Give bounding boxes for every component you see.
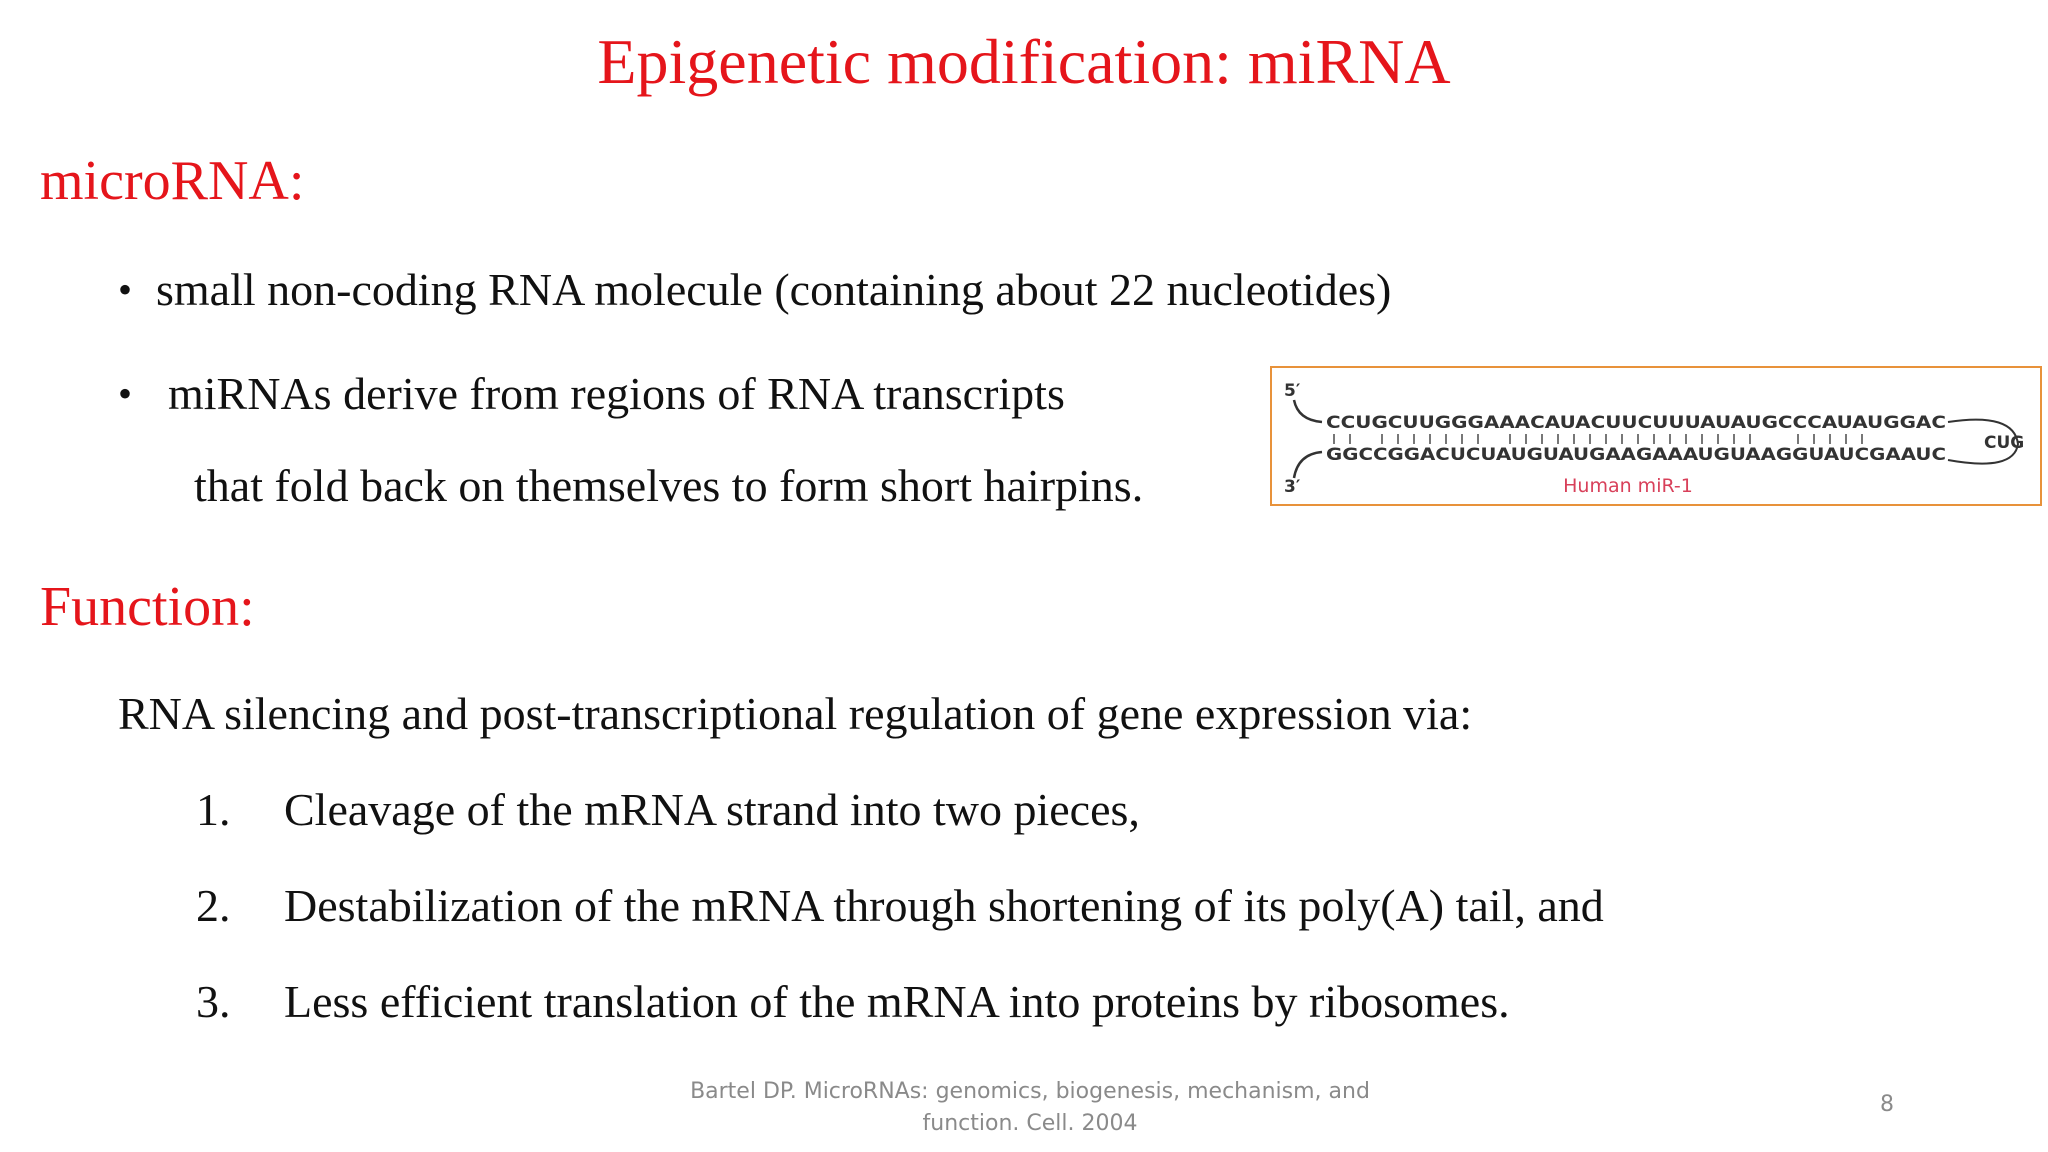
page-number: 8 (1880, 1092, 1894, 1117)
hairpin-loop (1947, 418, 2020, 465)
bullet-marker: • (118, 371, 133, 416)
list-item-text: Destabilization of the mRNA through shor… (284, 880, 1604, 931)
label-3prime: 3′ (1284, 477, 1301, 497)
slide-title: Epigenetic modification: miRNA (597, 26, 1451, 97)
bullet-continuation: that fold back on themselves to form sho… (194, 460, 1144, 511)
citation-line: Bartel DP. MicroRNAs: genomics, biogenes… (690, 1079, 1370, 1104)
hairpin-diagram: 5′ 3′ CCUGCUUGGGAAACAUACUUCUUUAUAUGCCCAU… (1284, 381, 2024, 497)
function-intro: RNA silencing and post-transcriptional r… (118, 688, 1473, 739)
list-item-text: Less efficient translation of the mRNA i… (284, 976, 1510, 1027)
bullet-item: small non-coding RNA molecule (containin… (156, 264, 1392, 315)
figure-caption: Human miR-1 (1563, 475, 1693, 497)
list-item-number: 2. (196, 880, 231, 931)
bullet-item: miRNAs derive from regions of RNA transc… (168, 368, 1065, 419)
base-pair-ticks (1333, 434, 1863, 444)
top-strand: CCUGCUUGGGAAACAUACUUCUUUAUAUGCCCAUAUGGAC (1326, 413, 1946, 433)
loop-bases: CUG (1984, 433, 2024, 453)
citation-line: function. Cell. 2004 (922, 1111, 1138, 1136)
bullet-marker: • (118, 267, 133, 312)
label-5prime: 5′ (1284, 381, 1301, 401)
mirna-hairpin-figure: 5′ 3′ CCUGCUUGGGAAACAUACUUCUUUAUAUGCCCAU… (1270, 366, 2042, 506)
strand-5-tail (1292, 399, 1323, 424)
list-item-number: 1. (196, 784, 231, 835)
microrna-heading: microRNA: (40, 150, 305, 212)
list-item-text: Cleavage of the mRNA strand into two pie… (284, 784, 1140, 835)
bottom-strand: GGCCGGACUCUAUGUAUGAAGAAAUGUAAGGUAUCGAAUC (1326, 445, 1946, 465)
citation: Bartel DP. MicroRNAs: genomics, biogenes… (660, 1076, 1400, 1140)
function-heading: Function: (40, 576, 255, 638)
list-item-number: 3. (196, 976, 231, 1027)
strand-3-tail (1292, 450, 1323, 479)
